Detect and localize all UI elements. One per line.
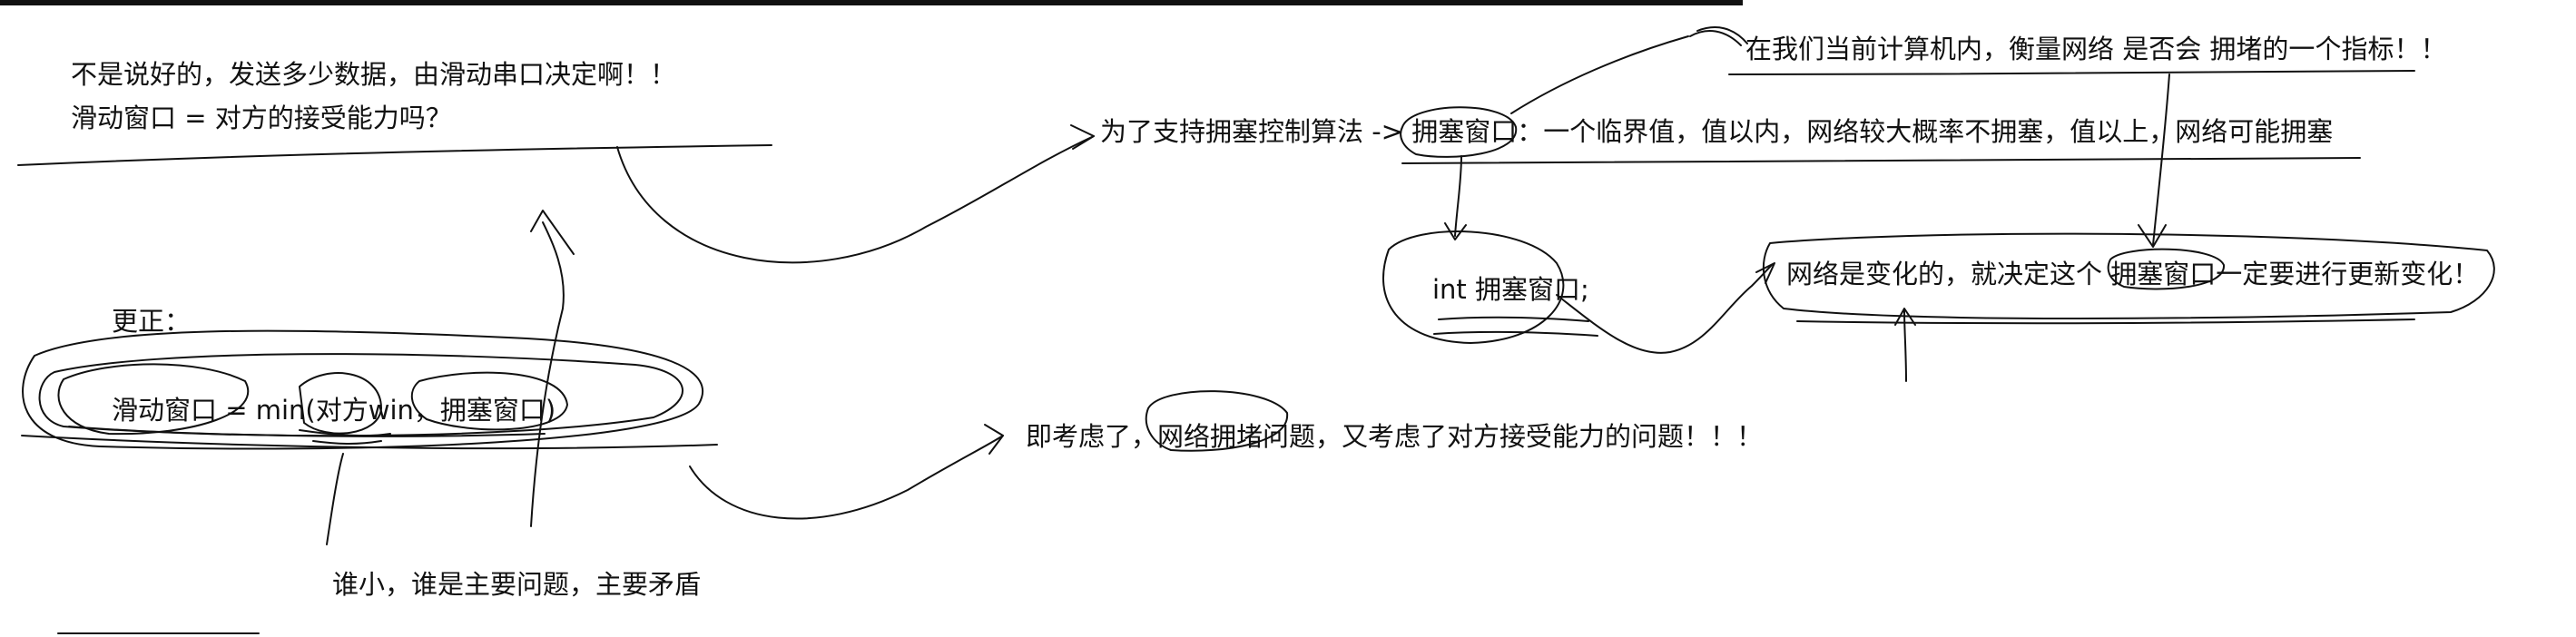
note-both-considered: 即考虑了，网络拥堵问题，又考虑了对方接受能力的问题！！！ (1026, 421, 1764, 452)
top-border-line (0, 0, 1743, 5)
note-congestion-definition: 为了支持拥塞控制算法 -> 拥塞窗口：一个临界值，值以内，网络较大概率不拥塞，值… (1100, 116, 2334, 147)
note-int-declaration: int 拥塞窗口; (1432, 274, 1589, 305)
note-change: 网络是变化的，就决定这个 拥塞窗口一定要进行更新变化！ (1786, 259, 2480, 289)
note-question-line2: 滑动窗口 = 对方的接受能力吗？ (71, 103, 452, 133)
note-question-line1: 不是说好的，发送多少数据，由滑动串口决定啊！！ (71, 59, 677, 90)
note-correction-label: 更正： (112, 306, 192, 337)
note-formula: 滑动窗口 = min(对方win，拥塞窗口) (112, 395, 556, 426)
note-smaller: 谁小，谁是主要问题，主要矛盾 (332, 569, 702, 600)
note-indicator: 在我们当前计算机内，衡量网络 是否会 拥堵的一个指标！！ (1745, 34, 2447, 64)
